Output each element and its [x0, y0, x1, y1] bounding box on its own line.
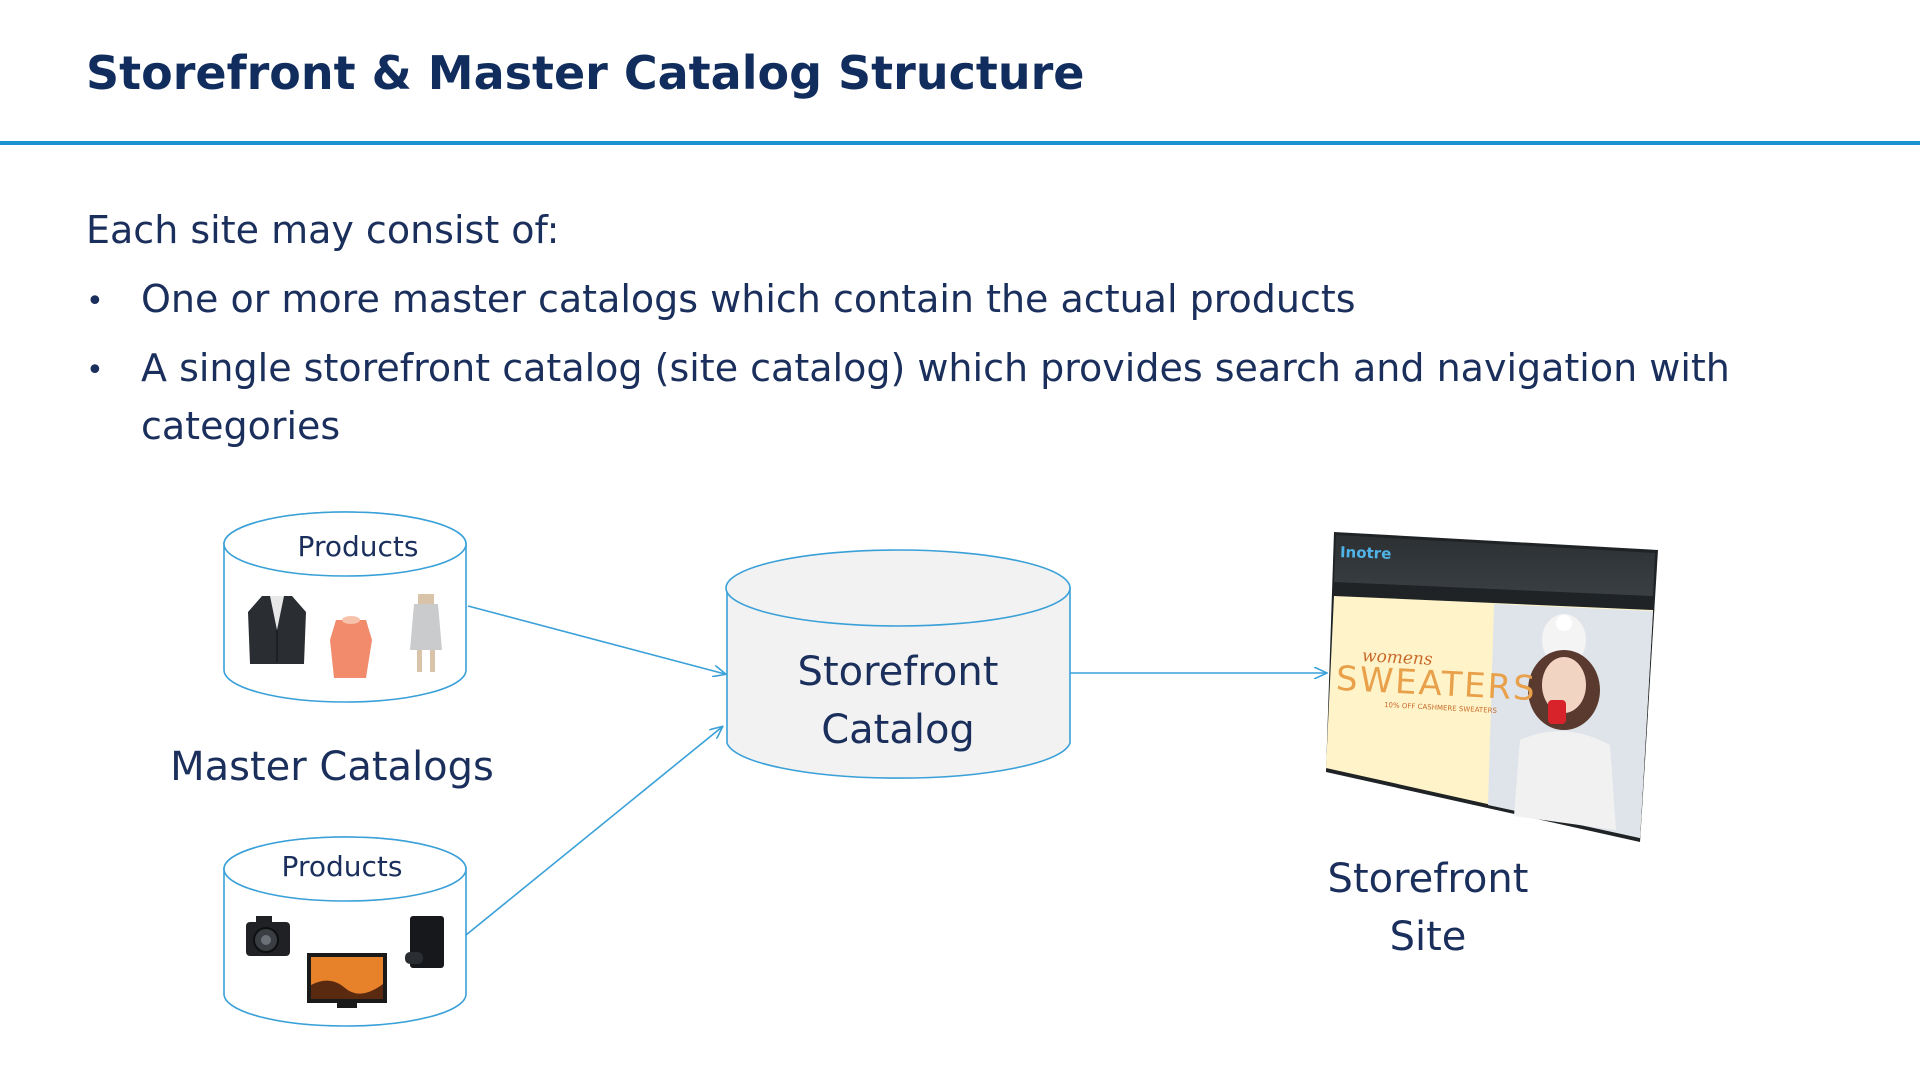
bullet-marker: •: [86, 284, 104, 319]
slide-title: Storefront & Master Catalog Structure: [86, 46, 1085, 100]
blouse-icon: [322, 616, 378, 680]
bullet-item-master-catalogs: One or more master catalogs which contai…: [141, 277, 1356, 321]
camera-icon: [246, 916, 290, 956]
game-console-icon: [405, 916, 444, 968]
skirt-icon: [404, 594, 448, 674]
master-catalogs-caption: Master Catalogs: [170, 744, 494, 790]
storefront-site-label-line2: Site: [1389, 914, 1467, 960]
bullet-item-storefront-catalog-continued: categories: [141, 404, 341, 448]
bullet-item-storefront-catalog: A single storefront catalog (site catalo…: [141, 346, 1730, 390]
storefront-catalog-cylinder: [725, 549, 1071, 779]
master-catalog-bottom-label: Products: [281, 850, 403, 883]
connector-bottom-master-to-storefront: [465, 727, 722, 936]
connector-top-master-to-storefront: [467, 605, 725, 674]
storefront-catalog-label-line2: Catalog: [821, 707, 975, 753]
title-divider: [0, 141, 1920, 145]
blazer-icon: [242, 590, 312, 668]
storefront-catalog-label-line1: Storefront: [797, 649, 999, 695]
master-catalog-bottom-cylinder: [223, 836, 467, 1027]
bullet-marker: •: [86, 353, 104, 388]
screenshot-brand-logo: Inotre: [1339, 543, 1392, 563]
storefront-site-label-line1: Storefront: [1327, 856, 1529, 902]
storefront-site-screenshot: [1326, 532, 1658, 842]
tv-icon: [307, 953, 387, 1008]
intro-lead: Each site may consist of:: [86, 208, 560, 252]
master-catalog-top-label: Products: [297, 530, 419, 563]
